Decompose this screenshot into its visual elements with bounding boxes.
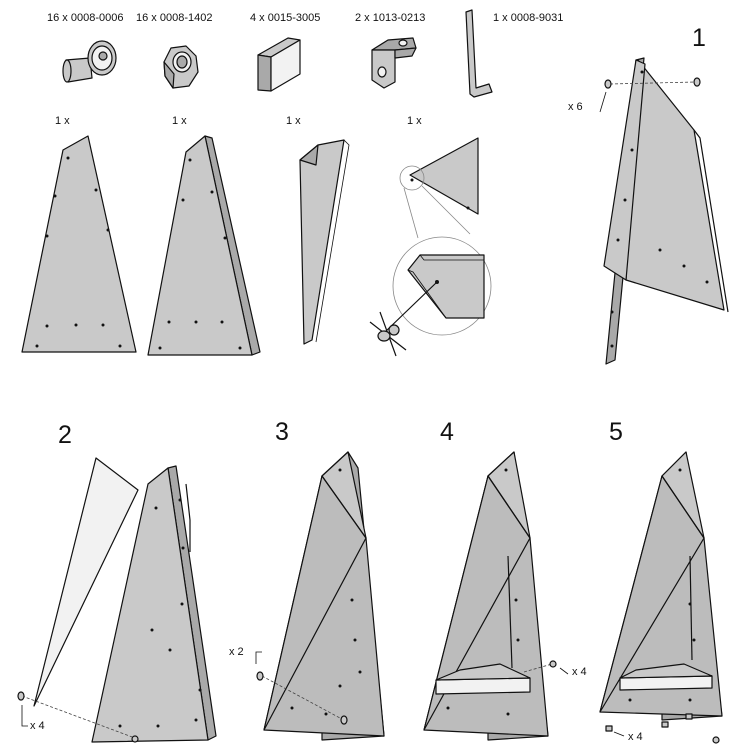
base-panel-triangle — [409, 137, 479, 215]
hex-nut-icon — [163, 45, 199, 89]
step-3-assembly — [255, 451, 385, 741]
step-2-multiplier: x 4 — [30, 720, 45, 732]
part-label-nut: 16 x 0008-1402 — [136, 12, 213, 24]
panel-qty-1: 1 x — [55, 115, 70, 127]
button-head-screw-icon — [62, 40, 117, 83]
detail-magnifier — [369, 165, 492, 357]
step-number-4: 4 — [440, 418, 454, 446]
step-1-assembly — [599, 57, 729, 365]
part-label-hex-key: 1 x 0008-9031 — [493, 12, 564, 24]
hex-key-icon — [465, 9, 493, 98]
side-panel-a — [21, 135, 137, 353]
step-2-assembly — [17, 457, 217, 743]
panel-qty-2: 1 x — [172, 115, 187, 127]
part-label-bracket: 2 x 1013-0213 — [355, 12, 426, 24]
step-number-5: 5 — [609, 418, 623, 446]
panel-qty-4: 1 x — [407, 115, 422, 127]
angle-bracket-icon — [371, 37, 417, 89]
step-number-3: 3 — [275, 418, 289, 446]
front-panel-narrow — [299, 139, 350, 345]
part-label-screw: 16 x 0008-0006 — [47, 12, 124, 24]
spacer-block-icon — [257, 37, 301, 92]
step-4-multiplier: x 4 — [572, 666, 587, 678]
panel-qty-3: 1 x — [286, 115, 301, 127]
step-5-assembly — [599, 451, 723, 744]
step-3-multiplier: x 2 — [229, 646, 244, 658]
step-number-1: 1 — [692, 24, 706, 52]
step-1-multiplier: x 6 — [568, 101, 583, 113]
step-4-assembly — [423, 451, 569, 741]
side-panel-b — [147, 135, 261, 356]
step-5-multiplier: x 4 — [628, 731, 643, 743]
part-label-spacer: 4 x 0015-3005 — [250, 12, 321, 24]
step-number-2: 2 — [58, 421, 72, 449]
